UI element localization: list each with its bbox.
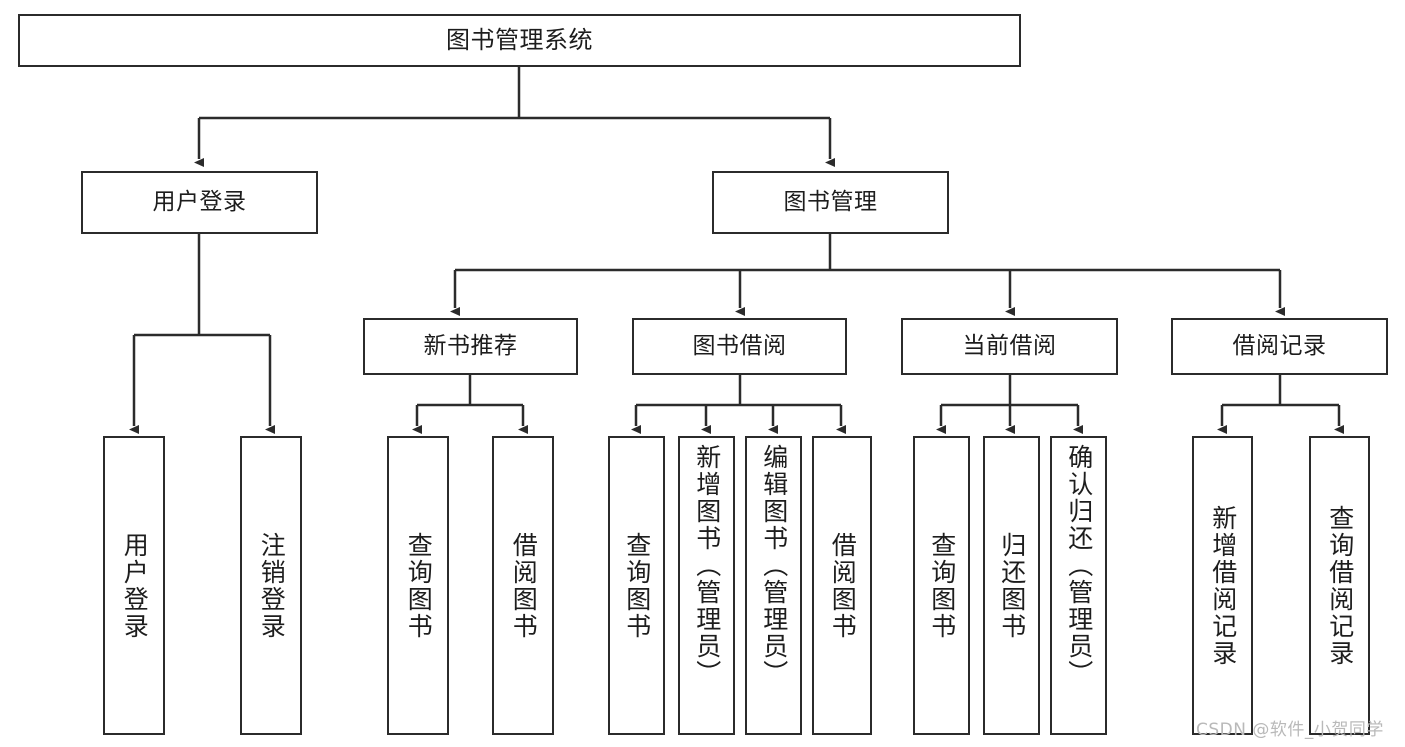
node-user-login[interactable]: 用户登录 [81,171,318,234]
node-new-book-recommend-label: 新书推荐 [423,332,518,359]
node-root[interactable]: 图书管理系统 [18,14,1021,67]
node-leaf-borrow-book-1[interactable]: 借阅图书 [492,436,554,735]
node-leaf-add-record-label: 新增借阅记录 [1208,504,1238,667]
node-leaf-return-book-label: 归还图书 [997,531,1027,640]
node-book-borrow[interactable]: 图书借阅 [632,318,847,375]
node-leaf-add-record[interactable]: 新增借阅记录 [1192,436,1253,735]
node-leaf-add-book[interactable]: 新增图书（管理员） [678,436,735,735]
node-leaf-borrow-book-2[interactable]: 借阅图书 [812,436,872,735]
node-new-book-recommend[interactable]: 新书推荐 [363,318,578,375]
node-current-borrow-label: 当前借阅 [962,332,1057,359]
node-leaf-logout-login-label: 注销登录 [257,531,287,640]
node-leaf-confirm-return-label: 确认归还（管理员） [1064,444,1094,687]
node-leaf-borrow-book-2-label: 借阅图书 [828,531,858,640]
node-current-borrow[interactable]: 当前借阅 [901,318,1118,375]
node-leaf-query-record-label: 查询借阅记录 [1325,504,1355,667]
node-leaf-query-book-3-label: 查询图书 [927,531,957,640]
node-book-management[interactable]: 图书管理 [712,171,949,234]
node-leaf-confirm-return[interactable]: 确认归还（管理员） [1050,436,1107,735]
node-leaf-query-book-1-label: 查询图书 [404,531,434,640]
node-user-login-label: 用户登录 [152,188,247,215]
node-leaf-edit-book[interactable]: 编辑图书（管理员） [745,436,802,735]
node-book-borrow-label: 图书借阅 [692,332,787,359]
node-book-management-label: 图书管理 [783,188,878,215]
node-borrow-record[interactable]: 借阅记录 [1171,318,1388,375]
node-leaf-borrow-book-1-label: 借阅图书 [509,531,539,640]
node-leaf-edit-book-label: 编辑图书（管理员） [759,444,789,687]
node-leaf-query-book-2[interactable]: 查询图书 [608,436,665,735]
node-leaf-return-book[interactable]: 归还图书 [983,436,1040,735]
node-leaf-add-book-label: 新增图书（管理员） [692,444,722,687]
node-leaf-user-login-label: 用户登录 [120,531,150,640]
node-root-label: 图书管理系统 [446,26,593,55]
node-leaf-user-login[interactable]: 用户登录 [103,436,165,735]
node-leaf-query-book-1[interactable]: 查询图书 [387,436,449,735]
node-leaf-query-book-3[interactable]: 查询图书 [913,436,970,735]
node-leaf-query-book-2-label: 查询图书 [622,531,652,640]
watermark: CSDN @软件_小贺同学 [1196,720,1384,740]
node-borrow-record-label: 借阅记录 [1232,332,1327,359]
node-leaf-query-record[interactable]: 查询借阅记录 [1309,436,1370,735]
node-leaf-logout-login[interactable]: 注销登录 [240,436,302,735]
